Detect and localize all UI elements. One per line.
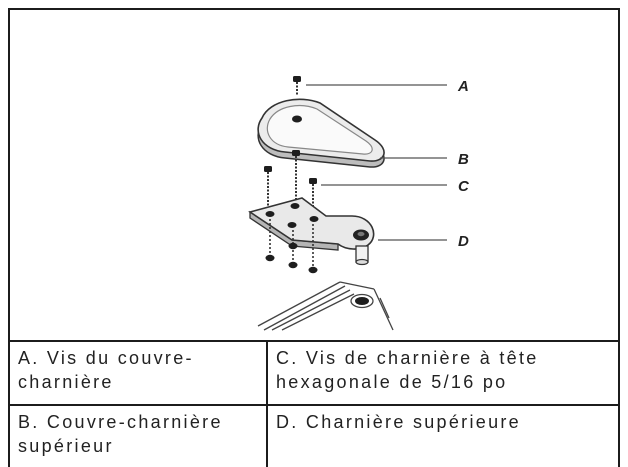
- cover-screw-a: [293, 76, 301, 95]
- hinge-screw-c-left: [264, 166, 272, 208]
- callout-d: D: [458, 233, 469, 250]
- figure-area: A B: [10, 10, 618, 340]
- legend-cell-d: D. Charnière supérieure: [268, 404, 618, 467]
- center-hinge-screw: [292, 150, 300, 201]
- cabinet-corner: [257, 281, 394, 331]
- legend-text-c: C. Vis de charnière à tête hexagonale de…: [276, 348, 539, 392]
- hinge-pin: [355, 245, 369, 266]
- legend-cell-b: B. Couvre-charnière supérieur: [10, 404, 268, 467]
- callout-b: B: [458, 151, 469, 168]
- legend-cell-a: A. Vis du couvre-charnière: [10, 342, 268, 404]
- legend-text-a: A. Vis du couvre-charnière: [18, 348, 194, 392]
- hinge-mounting-nuts: [265, 219, 318, 274]
- legend-text-d: D. Charnière supérieure: [276, 412, 521, 432]
- top-hinge-d: [248, 197, 375, 251]
- callout-c: C: [458, 178, 470, 195]
- hinge-cover-b: [257, 98, 385, 168]
- callout-a: A: [457, 78, 469, 95]
- legend-text-b: B. Couvre-charnière supérieur: [18, 412, 223, 456]
- parts-legend-table: A. Vis du couvre-charnière C. Vis de cha…: [10, 340, 618, 467]
- hinge-exploded-diagram: A B: [248, 76, 470, 331]
- legend-cell-c: C. Vis de charnière à tête hexagonale de…: [268, 342, 618, 404]
- figure-frame: A B: [8, 8, 620, 467]
